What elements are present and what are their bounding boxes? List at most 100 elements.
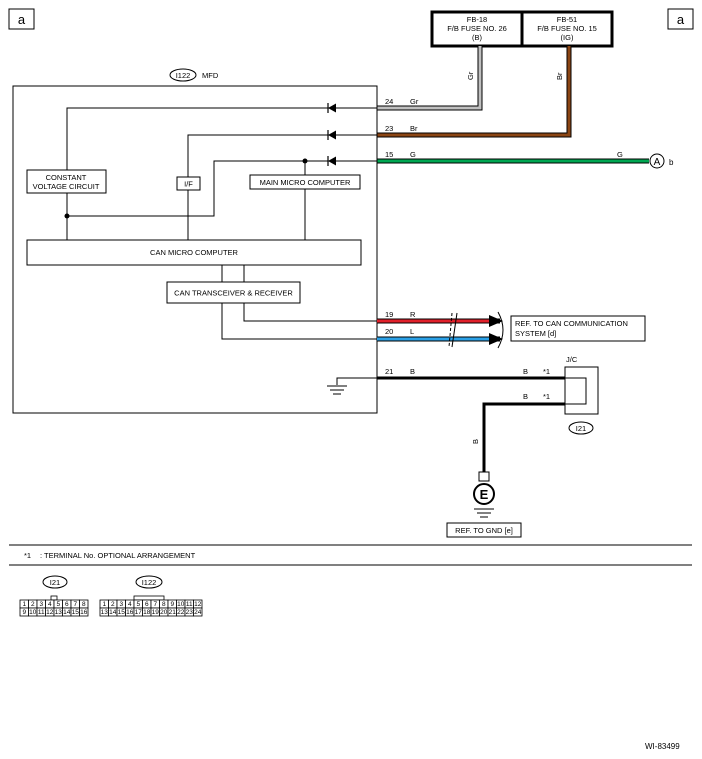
fuse-1-code: FB-18 xyxy=(467,15,487,24)
i21-pin-label: 15 xyxy=(72,609,80,616)
i21-pin-label: 11 xyxy=(38,609,45,616)
cvc-label-2: VOLTAGE CIRCUIT xyxy=(33,182,100,191)
i122-pin-label: 10 xyxy=(177,601,185,608)
i21-pin-label: 13 xyxy=(55,609,63,616)
i21-pin-label: 9 xyxy=(22,609,26,616)
i122-pin-label: 11 xyxy=(186,601,193,608)
i122-pin-label: 22 xyxy=(177,609,185,616)
module-ground-icon xyxy=(327,385,347,395)
i21-pin-label: 14 xyxy=(63,609,71,616)
wire-23-color: Br xyxy=(410,124,418,133)
i122-pin-label: 6 xyxy=(145,601,149,608)
i122-pin-label: 19 xyxy=(152,609,160,616)
i21-pin-label: 7 xyxy=(73,601,77,608)
can-mc-block: CAN MICRO COMPUTER xyxy=(26,239,362,266)
jc-star-1: *1 xyxy=(543,367,550,376)
junction-dot-cvc xyxy=(64,213,70,219)
fuse-2-code: FB-51 xyxy=(557,15,577,24)
i21-pin-label: 4 xyxy=(48,601,52,608)
wire-19-color: R xyxy=(410,310,416,319)
mfd-name: MFD xyxy=(202,71,219,80)
i122-pin-label: 3 xyxy=(119,601,123,608)
jc-star-2: *1 xyxy=(543,392,550,401)
terminal-15: 15 xyxy=(385,150,393,159)
i122-pin-label: 7 xyxy=(153,601,157,608)
fuse-2-state: (IG) xyxy=(561,33,574,42)
i122-pin-label: 12 xyxy=(194,601,202,608)
jc-label: J/C xyxy=(566,355,578,364)
main-mc-block: MAIN MICRO COMPUTER xyxy=(249,174,361,190)
note-text: : TERMINAL No. OPTIONAL ARRANGEMENT xyxy=(40,551,196,560)
wire-br xyxy=(377,46,571,137)
i122-pin-label: 4 xyxy=(128,601,132,608)
i122-pin-label: 13 xyxy=(101,609,109,616)
diodes xyxy=(327,103,336,166)
i122-pin-label: 8 xyxy=(162,601,166,608)
wire-24-color: Gr xyxy=(410,97,419,106)
if-label: I/F xyxy=(184,180,193,189)
can-ref-line-2: SYSTEM [d] xyxy=(515,329,556,338)
corner-mark-left-label: a xyxy=(18,12,26,27)
connection-a: A b xyxy=(649,153,674,169)
i21-pin-label: 2 xyxy=(31,601,35,608)
fuse-1-state: (B) xyxy=(472,33,483,42)
i122-pin-label: 16 xyxy=(126,609,134,616)
i122-pin-label: 23 xyxy=(186,609,194,616)
corner-mark-right-label: a xyxy=(677,12,685,27)
i21-pin-label: 12 xyxy=(46,609,54,616)
wire-21-color: B xyxy=(410,367,415,376)
connection-a-letter: A xyxy=(654,157,661,168)
corner-mark-left: a xyxy=(8,8,35,30)
fuse-2-name: F/B FUSE NO. 15 xyxy=(537,24,597,33)
i21-pin-label: 8 xyxy=(82,601,86,608)
terminal-19: 19 xyxy=(385,310,393,319)
mfd-connector-id: I122 xyxy=(176,71,191,80)
wire-b-ground xyxy=(482,402,565,472)
i21-pin-label: 10 xyxy=(29,609,37,616)
jc-wire-b1: B xyxy=(523,367,528,376)
i122-pin-label: 14 xyxy=(109,609,117,616)
connector-view-i122-name: I122 xyxy=(142,578,157,587)
i122-pin-label: 1 xyxy=(102,601,106,608)
wire-gr xyxy=(377,46,482,110)
i122-pin-label: 20 xyxy=(160,609,168,616)
fuse-box: FB-18 F/B FUSE NO. 26 (B) FB-51 F/B FUSE… xyxy=(430,10,614,48)
connector-view-i21-name: I21 xyxy=(50,578,60,587)
wire-15-color: G xyxy=(410,150,416,159)
jc-connector-id: I21 xyxy=(576,424,586,433)
wire-g-far-label: G xyxy=(617,150,623,159)
wire-20-color: L xyxy=(410,327,414,336)
cvc-block: CONSTANT VOLTAGE CIRCUIT xyxy=(26,169,107,194)
main-mc-label: MAIN MICRO COMPUTER xyxy=(260,178,351,187)
i21-pin-label: 5 xyxy=(56,601,60,608)
i122-pin-label: 15 xyxy=(118,609,126,616)
wire-l-arrow xyxy=(489,333,503,345)
i21-pin-label: 16 xyxy=(80,609,88,616)
if-block: I/F xyxy=(176,176,201,191)
figure-id: WI-83499 xyxy=(645,742,680,751)
junction-dot-15 xyxy=(302,158,308,164)
internal-wiring xyxy=(66,107,377,385)
i21-pin-label: 3 xyxy=(39,601,43,608)
i21-pin-label: 1 xyxy=(22,601,26,608)
i122-pin-label: 17 xyxy=(135,609,143,616)
corner-mark-right: a xyxy=(667,8,694,30)
cvc-label-1: CONSTANT xyxy=(46,173,87,182)
i21-pin-label: 6 xyxy=(65,601,69,608)
wire-r-arrow xyxy=(489,315,503,327)
twisted-pair-icon xyxy=(448,312,458,348)
terminal-23: 23 xyxy=(385,124,393,133)
fuse-wire-1-color: Gr xyxy=(466,71,475,80)
gnd-ref-label: REF. TO GND [e] xyxy=(455,526,513,535)
i122-pin-label: 5 xyxy=(136,601,140,608)
fuse-wire-2-color: Br xyxy=(555,72,564,80)
jc-block: J/C I21 xyxy=(564,355,599,435)
mfd-module: I122 MFD xyxy=(12,68,378,414)
jc-wire-b2: B xyxy=(523,392,528,401)
terminal-24: 24 xyxy=(385,97,393,106)
ground-e-letter: E xyxy=(480,487,489,502)
terminal-20: 20 xyxy=(385,327,393,336)
